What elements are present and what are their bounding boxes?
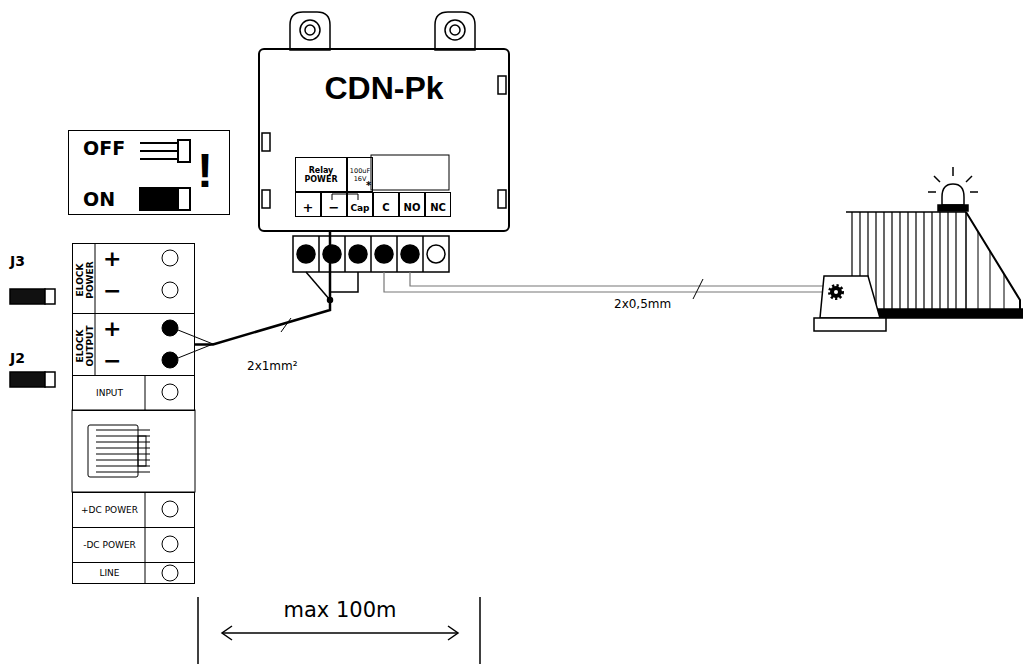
node-text: Cap (348, 203, 372, 214)
gate-illustration (814, 167, 1023, 331)
terminal-label: + (295, 192, 321, 217)
wire-fan (281, 272, 358, 332)
node-text: LINE (81, 568, 138, 578)
wire-label: 2x1mm² (245, 359, 300, 373)
node-text: − (322, 200, 346, 215)
jumper-label: J2 (10, 350, 25, 366)
terminal-row: ELOCK POWER + − (72, 243, 195, 314)
node-text: Relay POWER (296, 166, 346, 184)
node-text: + (103, 317, 121, 341)
terminal-label: − (321, 192, 347, 217)
node-text: OFF (83, 137, 125, 159)
wire-connector (195, 232, 330, 345)
node-text: NC (426, 202, 450, 214)
terminal-label: Cap (347, 192, 373, 217)
legend-box: OFF ON! (68, 130, 230, 215)
dimension-line (198, 597, 480, 664)
node-text: − (103, 279, 121, 303)
switch-symbols (140, 140, 190, 210)
footnote-mark: * (366, 181, 371, 191)
node-text: − (103, 349, 121, 373)
node-text: +DC POWER (81, 505, 138, 515)
module-box: CDN-PkRelay POWER100uF 16V+−CapCNONC (258, 48, 510, 232)
signal-wire (384, 272, 828, 299)
dimension-label: max 100m (234, 598, 446, 622)
wire-label: 2x0,5mm (612, 297, 673, 311)
label-cell: Relay POWER (295, 157, 347, 192)
node-text: + (296, 200, 320, 215)
node-text: CDN-Pk (260, 70, 508, 106)
node-text: -DC POWER (81, 540, 138, 550)
node-text: ELOCK OUTPUT (75, 321, 95, 371)
terminal-row: LINE (72, 562, 195, 584)
terminal-block (293, 236, 449, 272)
node-text: INPUT (81, 388, 138, 398)
terminal-row: ELOCK OUTPUT + − (72, 313, 195, 376)
node-text: ELOCK POWER (75, 255, 95, 305)
terminal-strip (72, 243, 213, 584)
node-text: ! (197, 143, 213, 199)
node-text: NO (400, 202, 424, 214)
terminal-label: C (373, 192, 399, 217)
terminal-row: INPUT (72, 375, 195, 411)
node-text: ON (83, 188, 115, 210)
node-text: C (374, 202, 398, 214)
terminal-row: -DC POWER (72, 527, 195, 563)
jumper-symbols (10, 289, 55, 387)
terminal-label: NC (425, 192, 451, 217)
module-housing (262, 12, 506, 208)
node-text: + (103, 247, 121, 271)
terminal-label: NO (399, 192, 425, 217)
terminal-row: +DC POWER (72, 492, 195, 528)
jumper-label: J3 (10, 253, 25, 269)
